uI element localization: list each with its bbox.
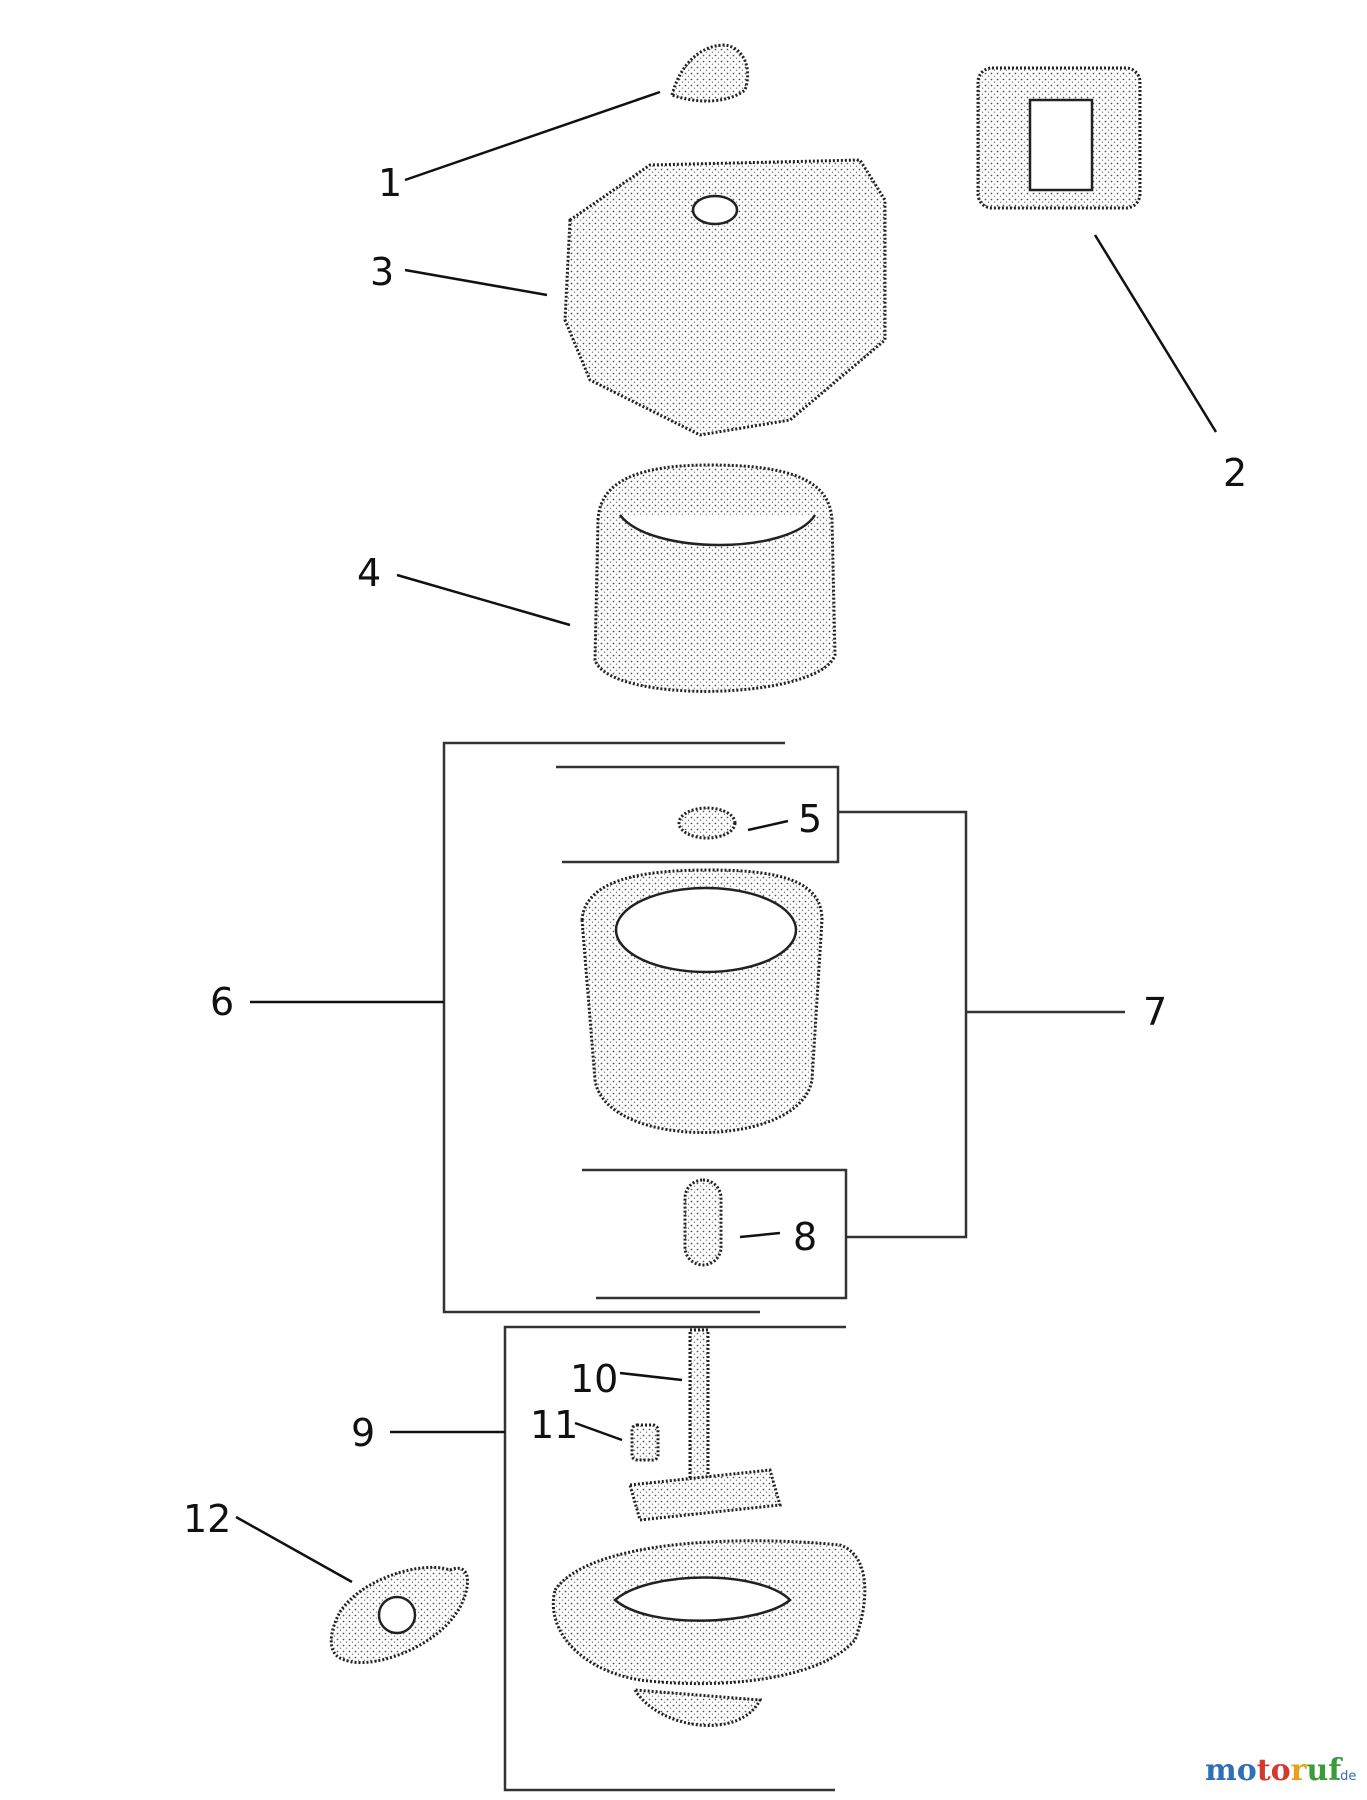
watermark-letter: r (1291, 1753, 1308, 1788)
leader-2 (1093, 234, 1218, 433)
callout-3: 3 (370, 250, 394, 294)
leader-1 (404, 90, 661, 182)
part-8-seal (683, 1178, 723, 1267)
leader-4 (396, 573, 571, 627)
part-5-nut (677, 806, 737, 840)
callout-2: 2 (1223, 451, 1247, 495)
watermark-suffix: .de (1336, 1769, 1356, 1784)
watermark-letter: u (1306, 1753, 1328, 1788)
part-12-gasket (329, 1565, 469, 1665)
leader-5 (747, 819, 789, 832)
bracket-6 (442, 741, 785, 1314)
bracket-5 (556, 765, 840, 864)
watermark-letter: o (1271, 1753, 1291, 1788)
callout-7: 7 (1143, 990, 1167, 1034)
part-2-cap (976, 66, 1142, 210)
callout-10: 10 (570, 1357, 618, 1401)
part-10-stud (628, 1328, 782, 1522)
watermark-letter: f (1328, 1753, 1343, 1788)
watermark-letter: t (1257, 1753, 1271, 1788)
callout-1: 1 (378, 161, 402, 205)
leader-12 (235, 1515, 353, 1584)
callout-6: 6 (210, 980, 234, 1024)
watermark-logo: motoruf .de (1205, 1753, 1356, 1788)
callout-4: 4 (357, 551, 381, 595)
callout-8: 8 (793, 1215, 817, 1259)
part-1-knob (670, 43, 750, 103)
watermark-letter: m (1205, 1753, 1237, 1788)
watermark-letter: o (1237, 1753, 1257, 1788)
callout-11: 11 (530, 1403, 578, 1447)
callout-5: 5 (798, 797, 822, 841)
callout-9: 9 (351, 1411, 375, 1455)
part-7-element (580, 868, 824, 1134)
leader-3 (404, 268, 548, 297)
callout-12: 12 (183, 1497, 231, 1541)
leader-8 (739, 1231, 781, 1239)
bracket-7 (838, 810, 1125, 1239)
leader-10 (619, 1371, 683, 1382)
part-3-cover (563, 158, 887, 437)
bracket-9 (503, 1325, 846, 1792)
bracket-8 (582, 1168, 848, 1300)
part-11-nut (630, 1423, 660, 1462)
leader-11 (574, 1421, 623, 1442)
svg-text:motoruf: motoruf (1205, 1753, 1343, 1788)
part-9-base (551, 1539, 867, 1727)
part-4-precleaner (593, 463, 837, 693)
